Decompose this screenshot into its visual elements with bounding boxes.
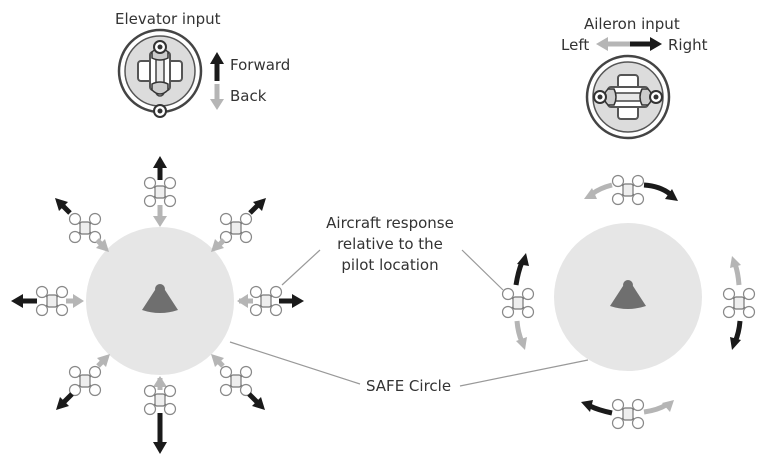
aircraft-response-label: Aircraft response relative to the pilot … xyxy=(310,214,470,274)
drone-bottom xyxy=(143,376,177,454)
aileron-left-arrow-icon xyxy=(596,37,630,51)
elevator-input-label: Elevator input xyxy=(115,10,221,28)
drone-top xyxy=(143,156,177,227)
elevator-stick-icon xyxy=(117,28,203,118)
drone-left xyxy=(11,285,84,317)
drone-bottom-right xyxy=(211,354,265,410)
response-line-1: Aircraft response xyxy=(326,214,454,232)
aileron-right-arrow-icon xyxy=(630,37,662,51)
drone-arc-top xyxy=(584,174,678,206)
drone-bottom-left xyxy=(56,354,110,410)
drone-top-left xyxy=(55,198,109,252)
response-line-3: pilot location xyxy=(341,256,439,274)
back-label: Back xyxy=(230,87,267,105)
left-pilot-icon xyxy=(142,284,178,313)
response-line-2: relative to the xyxy=(337,235,443,253)
aileron-input-label: Aileron input xyxy=(584,15,680,33)
elevator-back-arrow-icon xyxy=(210,84,224,110)
forward-label: Forward xyxy=(230,56,291,74)
leader-lines xyxy=(229,249,589,387)
safe-circle-label: SAFE Circle xyxy=(366,377,452,395)
drone-top-right xyxy=(211,198,266,252)
right-pilot-icon xyxy=(610,280,646,309)
drone-right xyxy=(237,285,304,317)
drone-arc-right xyxy=(722,256,756,350)
aileron-stick-icon xyxy=(585,54,671,140)
right-label: Right xyxy=(668,36,708,54)
drone-arc-left xyxy=(501,253,535,350)
drone-arc-bottom xyxy=(581,398,674,430)
left-label: Left xyxy=(561,36,590,54)
elevator-forward-arrow-icon xyxy=(210,52,224,81)
